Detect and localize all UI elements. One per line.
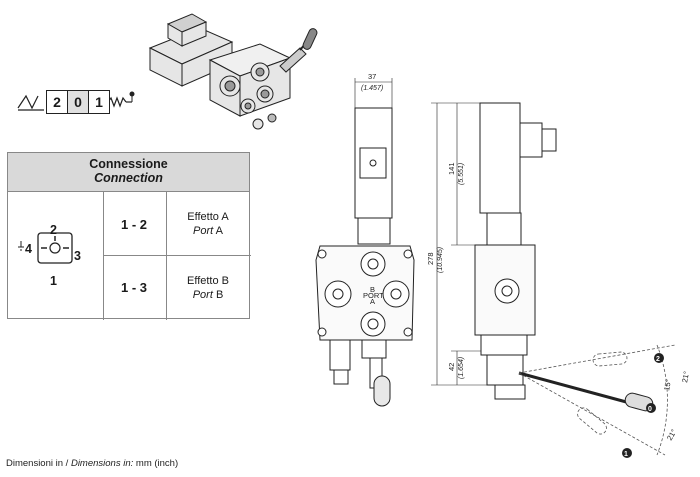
row-1-effect-en: Port A [168, 224, 248, 238]
dimensions-footer: Dimensioni in / Dimensions in: mm (inch) [6, 458, 178, 469]
pin-label-3: 3 [74, 249, 81, 263]
lever-dim-inch: (1.654) [458, 357, 465, 379]
front-port-a: A [370, 297, 375, 306]
spool-symbol-lines [17, 91, 135, 111]
row-2-port-letter: B [215, 289, 224, 301]
footer-prefix: Dimensioni in / [6, 458, 71, 469]
row-1-port-letter: A [215, 225, 223, 237]
angle-21-upper-label: 21° [680, 371, 691, 384]
lever-pos-1-label: 1 [624, 451, 628, 458]
spool-position-0: 0 [67, 90, 89, 114]
row-2-effect: Effetto B Port B [168, 274, 248, 302]
pin-label-2: 2 [50, 223, 57, 237]
lever-dim-value: 42 [447, 363, 456, 371]
spool-position-2: 2 [46, 90, 68, 114]
header-divider [8, 191, 249, 192]
front-view-drawing: 37 (1.457) B PORT A [315, 72, 415, 407]
front-port-word: PORT [363, 291, 384, 300]
connection-table: Connessione Connection 2 4 3 1 1 - 2 Eff… [7, 152, 251, 320]
row-2-pair: 1 - 3 [120, 280, 147, 295]
side-view-drawing: 2 0 1 278 (10.945) 141 (5.551) 42 (1.654… [426, 102, 691, 458]
spool-position-1: 1 [88, 90, 110, 114]
footer-italic: Dimensions in: [70, 458, 134, 469]
row-1-port-word: Port [193, 225, 214, 237]
connector-pin-diagram [18, 232, 73, 264]
front-port-b: B [370, 285, 375, 294]
spool-symbol: 2 0 1 [16, 86, 140, 122]
footer-suffix: mm (inch) [133, 458, 179, 469]
table-header: Connessione Connection [8, 153, 249, 191]
angle-21-lower-label: 21° [665, 428, 678, 442]
row-2-port-word: Port [192, 289, 213, 301]
width-dim-inch: (1.457) [361, 85, 383, 92]
row-2-effect-en: Port B [168, 288, 248, 302]
row-2-effect-it: Effetto B [187, 275, 229, 287]
total-dim-value: 278 [426, 252, 435, 265]
valve-3d-illustration [148, 13, 318, 130]
lever-pos-0-label: 0 [648, 406, 652, 413]
solenoid-dim-value: 141 [447, 162, 456, 175]
row-divider [103, 255, 251, 256]
width-dim-value: 37 [368, 72, 376, 81]
total-dim-inch: (10.945) [437, 247, 444, 273]
row-1-effect-it: Effetto A [187, 211, 229, 223]
pin-label-1: 1 [50, 274, 57, 288]
solenoid-dim-inch: (5.551) [458, 163, 465, 185]
angle-15-label: 15° [662, 379, 673, 392]
header-english: Connection [94, 171, 163, 185]
row-1-pair: 1 - 2 [120, 217, 147, 232]
row-1-effect: Effetto A Port A [168, 210, 248, 238]
header-italian: Connessione [89, 157, 168, 171]
lever-pos-2-label: 2 [656, 356, 660, 363]
pin-label-4: 4 [25, 242, 32, 256]
